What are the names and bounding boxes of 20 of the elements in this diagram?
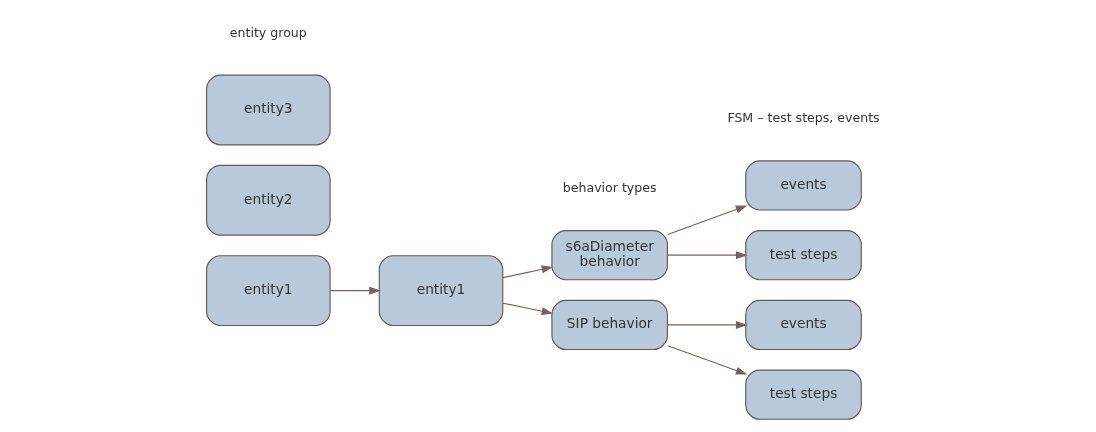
node-box: s6aDiameter behavior — [550, 230, 668, 281]
node-box: SIP behavior — [550, 299, 668, 351]
node-box: entity3 — [205, 74, 331, 146]
node-box: events — [744, 160, 862, 211]
node-box: entity1 — [378, 255, 503, 327]
label: FSM – test steps, events — [726, 110, 880, 126]
node-box: test steps — [744, 230, 862, 281]
arrow — [502, 265, 553, 279]
arrow — [666, 205, 747, 235]
arrow — [666, 251, 747, 260]
arrow — [502, 302, 553, 316]
node-box: test steps — [744, 369, 862, 420]
arrow — [666, 320, 747, 329]
node-box: entity1 — [205, 255, 331, 327]
label: entity group — [229, 24, 307, 40]
label: behavior types — [562, 180, 657, 196]
node-box: entity2 — [205, 164, 331, 236]
node-box: events — [744, 299, 862, 351]
arrow — [666, 345, 747, 375]
arrow — [329, 286, 381, 295]
